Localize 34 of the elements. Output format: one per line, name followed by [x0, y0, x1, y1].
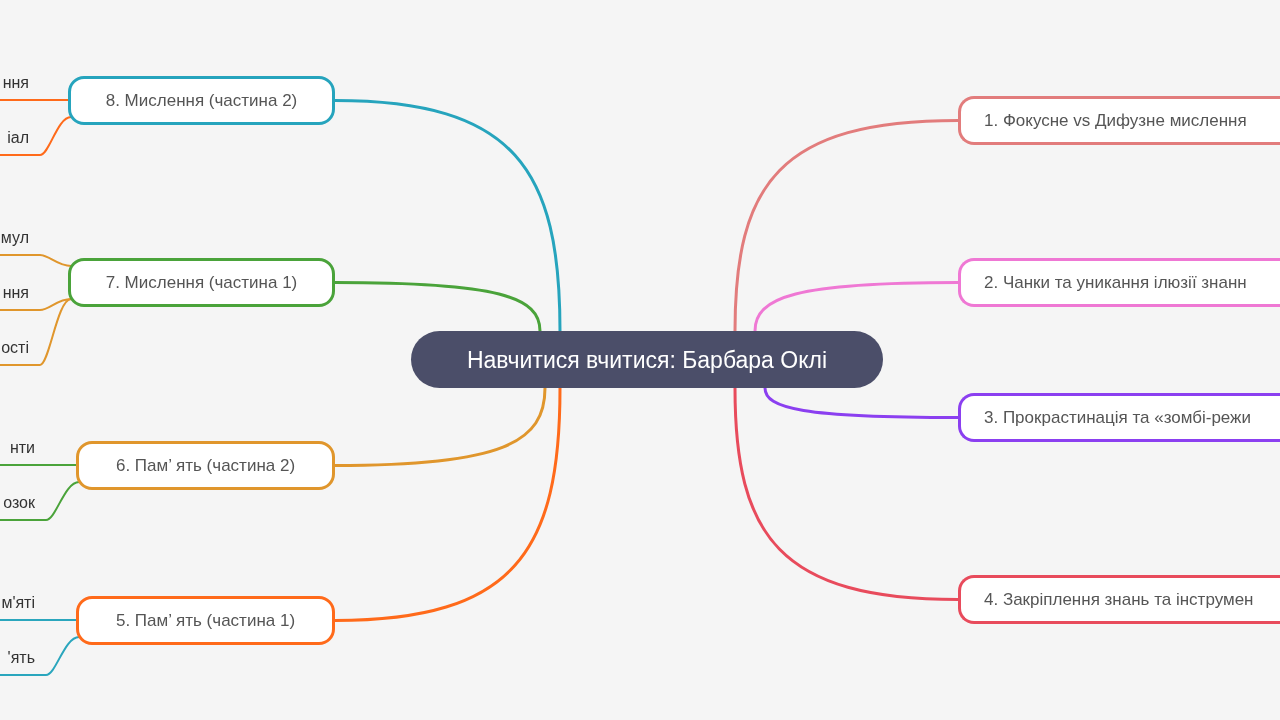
underlined-subtopic-label: іал [0, 123, 40, 156]
underlined-subtopic-label: мул [0, 223, 40, 256]
branch-line [39, 99, 70, 101]
branch-line [733, 386, 960, 601]
topic-box: 8. Мислення (частина 2) [68, 76, 335, 125]
branch-line [763, 386, 960, 419]
underlined-subtopic-label: 'ять [0, 643, 46, 676]
branch-line [39, 254, 73, 267]
branch-line [753, 281, 960, 333]
topic-box: 1. Фокусне vs Дифузне мислення [958, 96, 1280, 145]
topic-box: 6. Пам’ ять (частина 2) [76, 441, 335, 490]
topic-box: 4. Закріплення знань та інструмен [958, 575, 1280, 624]
topic-box: 7. Мислення (частина 1) [68, 258, 335, 307]
branch-line [733, 119, 960, 333]
underlined-subtopic-label: нти [0, 433, 46, 466]
underlined-subtopic-label: озок [0, 488, 46, 521]
branch-line [39, 116, 73, 156]
topic-box: 2. Чанки та уникання ілюзії знанн [958, 258, 1280, 307]
underlined-subtopic-label: м'яті [0, 588, 46, 621]
central-topic-pill: Навчитися вчитися: Барбара Оклі [411, 331, 883, 388]
branch-line [45, 464, 78, 466]
topic-box: 5. Пам’ ять (частина 1) [76, 596, 335, 645]
branch-line [39, 298, 73, 366]
branch-line [333, 386, 562, 622]
branch-line [333, 281, 542, 333]
underlined-subtopic-label: ння [0, 68, 40, 101]
underlined-subtopic-label: ння [0, 278, 40, 311]
underlined-subtopic-label: ості [0, 333, 40, 366]
branch-line [45, 481, 81, 521]
branch-line [333, 386, 547, 467]
branch-line [333, 99, 562, 333]
topic-box: 3. Прокрастинація та «зомбі-режи [958, 393, 1280, 442]
branch-line [45, 619, 78, 621]
branch-line [45, 636, 81, 676]
